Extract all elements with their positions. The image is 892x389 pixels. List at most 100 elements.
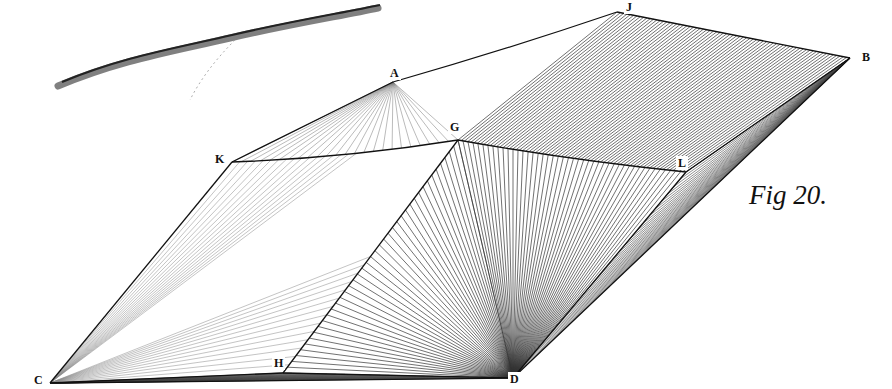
ruling-line (50, 265, 364, 383)
point-label: H (272, 356, 285, 370)
ruling-line (474, 15, 634, 143)
faint-curve (190, 40, 235, 100)
ruling-line (686, 58, 850, 172)
ruling-line (680, 58, 850, 179)
ruling-line (50, 306, 333, 383)
ruling-line (676, 56, 840, 171)
ruling-line (441, 163, 514, 378)
ridge-sketch (58, 5, 380, 86)
ruling-line (50, 298, 339, 383)
ruling-line (513, 166, 635, 378)
ruling-line (50, 155, 341, 383)
ruling-line (326, 82, 393, 156)
ruling-line (463, 141, 513, 378)
ruling-line (373, 82, 393, 152)
ruling-line (410, 204, 513, 378)
ruling-line (513, 163, 604, 379)
point-label: C (32, 373, 45, 387)
ruling-line (513, 168, 650, 378)
ruling-line (50, 162, 240, 383)
ruling-line (393, 82, 449, 142)
ruling-line (468, 142, 513, 378)
ruling-line (414, 198, 513, 378)
ruling-line (503, 148, 513, 378)
ruling-line (50, 290, 346, 383)
ruling-line (354, 82, 393, 154)
ruling-line (353, 280, 513, 378)
ruling-line (513, 169, 660, 378)
ruling-line (50, 159, 294, 383)
ruling-line (513, 149, 514, 378)
ruling-line (513, 170, 665, 378)
ruling-line (50, 154, 349, 383)
ruling-line (668, 58, 851, 194)
ruling-line (673, 55, 837, 170)
ruling-lines (50, 12, 850, 383)
ruling-line (318, 326, 513, 378)
ruling-line (260, 82, 393, 161)
ruling-line (458, 140, 513, 378)
point-label: D (508, 372, 521, 386)
ruling-line (669, 55, 833, 171)
ruling-line (508, 149, 513, 379)
ruling-line (493, 146, 513, 378)
ruling-line (473, 143, 513, 378)
ruling-line (232, 82, 393, 162)
ruling-line (683, 57, 847, 171)
ruling-line (309, 338, 513, 378)
ruling-line (364, 82, 393, 153)
ruling-line (468, 14, 627, 142)
ruling-line (513, 168, 645, 379)
point-label: L (676, 156, 688, 170)
ruling-line (498, 147, 513, 378)
ruling-line (393, 82, 420, 146)
ruling-line (362, 268, 513, 378)
ruling-line (513, 58, 850, 378)
ruling-line (513, 171, 676, 378)
ruling-line (279, 82, 393, 160)
ruling-line (393, 82, 430, 144)
ruling-line (50, 273, 358, 383)
ruling-line (458, 140, 513, 378)
ruling-line (513, 166, 630, 378)
ruling-line (383, 82, 393, 150)
ruling-line (307, 82, 393, 158)
ruling-line (393, 82, 439, 143)
ruling-line (50, 158, 310, 383)
point-label: K (213, 152, 226, 166)
ruling-line (357, 274, 513, 378)
ruling-line (513, 160, 589, 378)
ruling-line (50, 160, 271, 383)
ruling-line (349, 286, 513, 378)
ruling-line (513, 161, 594, 378)
ruling-line (50, 161, 255, 383)
ruling-line (674, 58, 850, 187)
ruling-line (50, 282, 352, 384)
ruling-line (513, 172, 686, 378)
ruling-line (289, 82, 394, 159)
surface-outline (50, 12, 850, 383)
ruling-line (50, 156, 333, 383)
ruling-line (336, 82, 393, 155)
ruling-line (270, 82, 393, 160)
ruling-line (488, 145, 513, 378)
ruling-line (251, 82, 393, 161)
ruling-line (50, 157, 318, 383)
ruling-line (513, 170, 671, 378)
ruling-line (50, 153, 356, 383)
point-label: B (860, 50, 872, 64)
figure-caption: Fig 20. (745, 180, 831, 211)
ruling-line (298, 82, 393, 159)
ruling-line (513, 169, 655, 378)
ruling-line (423, 187, 513, 378)
ruling-line (480, 17, 640, 144)
ruling-line (317, 82, 393, 157)
ruling-line (314, 332, 513, 378)
point-label: A (388, 66, 401, 80)
ruling-line (686, 58, 850, 172)
point-label: J (624, 0, 634, 14)
ruling-line (445, 158, 513, 379)
ruling-line (392, 82, 394, 149)
ruling-line (50, 340, 308, 383)
ruling-line (679, 57, 843, 172)
